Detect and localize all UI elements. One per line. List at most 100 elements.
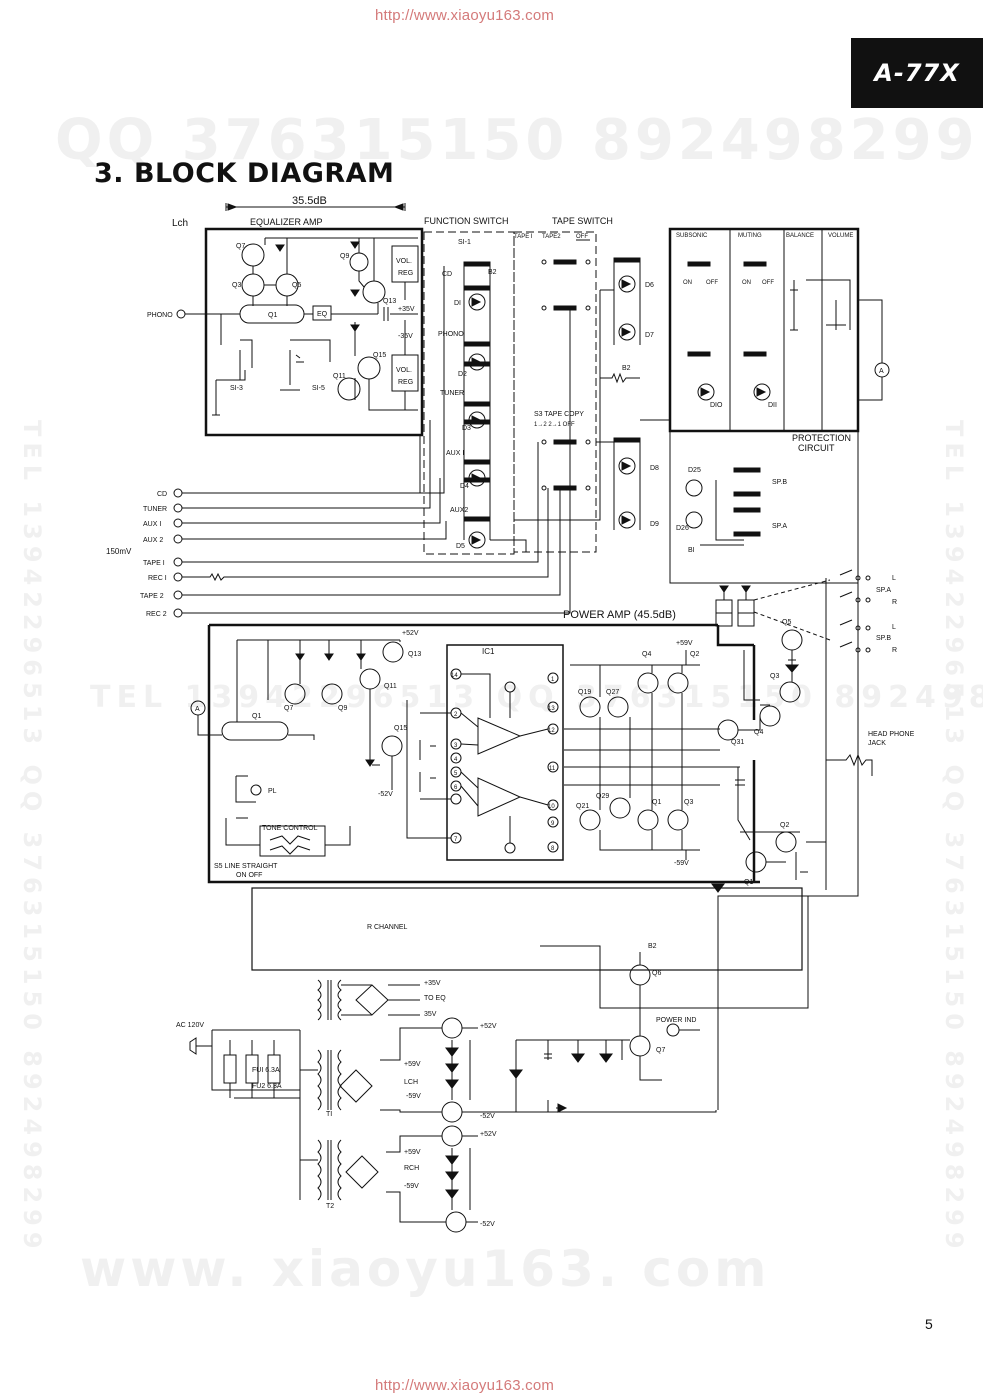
label-d1: DI [454,300,461,307]
fs-label-tuner: TUNER [440,390,464,397]
label-q21: Q21 [576,803,589,810]
tone-control-label: TONE CONTROL [262,825,318,832]
label-minus59-lch: -59V [406,1093,421,1100]
transistor-q11 [337,377,361,401]
label-plus52-power: +52V [402,630,419,637]
label-d4: D4 [460,483,469,490]
watermark-tel-right: TEL 13942296513 QQ 376315150 892498299 [940,420,968,1255]
protection-circuit-section: PROTECTION CIRCUIT D25 D26 BI SP.B SP.A … [669,430,897,736]
label-b2-supply: B2 [648,943,657,950]
phono-jack [176,309,186,319]
transformer-aux [317,979,342,1021]
subsonic-label: SUBSONIC [676,233,708,239]
muting-off: OFF [762,280,774,286]
transistor-q13 [362,280,386,304]
label-q5: Q5 [292,282,301,289]
label-q1-pre: Q1 [268,312,277,319]
label-minus52-power: -52V [378,791,393,798]
prot-spb-label: SP.B [772,479,787,486]
label-minus59-rch: -59V [404,1183,419,1190]
label-q15: Q15 [373,352,386,359]
tape-switch-contacts [541,259,591,491]
power-amp-label: POWER AMP (45.5dB) [563,609,676,621]
label-q1-prot: Q1 [744,879,753,886]
tape-copy-label: S3 TAPE COPY [534,411,584,418]
bridge-aux [355,984,389,1016]
input-tape1-label: TAPE I [143,560,165,567]
tape2-label: TAPE2 [542,234,561,240]
muting-on: ON [742,280,751,286]
label-s1-3: SI-3 [230,385,243,392]
label-minus52-rch: -52V [480,1221,495,1228]
label-d26: D26 [676,525,689,532]
label-plus59-lch: +59V [404,1061,421,1068]
transistor-q9 [349,252,369,272]
svg-text:6: 6 [454,785,458,791]
label-plus35-pre: +35V [398,306,415,313]
label-rch-supply: RCH [404,1165,419,1172]
svg-text:13: 13 [548,706,555,712]
label-q11: Q11 [333,373,346,380]
opamp-upper [477,717,522,755]
label-q9: Q9 [340,253,349,260]
transistor-q15-power [381,735,403,757]
opamp-lower [477,777,522,817]
bridge-t1 [339,1069,373,1103]
label-q13: Q13 [383,298,396,305]
input-aux2-label: AUX 2 [143,537,163,544]
label-d8: D8 [650,465,659,472]
svg-text:CIRCUIT: CIRCUIT [798,443,835,453]
label-plus59-power: +59V [676,640,693,647]
label-d6: D6 [645,282,654,289]
label-s1-5: SI-5 [312,385,325,392]
fs-label-aux2: AUX2 [450,507,468,514]
svg-text:2: 2 [454,712,458,718]
label-q11-power: Q11 [384,683,397,690]
power-amp-section: POWER AMP (45.5dB) A Q1 Q7 Q9 Q11 Q13 Q1… [190,609,770,884]
prot-spa-label: SP.A [772,523,787,530]
input-aux1-label: AUX I [143,521,161,528]
label-b1: BI [688,547,695,554]
watermark-website: www. xiaoyu163. com [80,1240,771,1298]
model-tab: A-77X [851,38,983,108]
label-s1-1: SI-1 [458,239,471,246]
label-d9: D9 [650,521,659,528]
svg-text:3: 3 [454,743,458,749]
svg-text:REG: REG [398,379,413,386]
label-q5-prot: Q5 [782,619,791,626]
connector-a-upper-label: A [879,368,884,375]
label-minus35-pre: -35V [398,333,413,340]
fs-label-cd: CD [442,271,452,278]
headphone-jack: HEAD PHONE JACK [825,660,915,890]
label-plus52-lch: +52V [480,1023,497,1030]
label-d7: D7 [645,332,654,339]
spb-l: L [892,624,896,631]
label-lch-supply: LCH [404,1079,418,1086]
svg-text:4: 4 [454,757,458,763]
ac-input-label: AC 120V [176,1022,204,1029]
phono-input-label: PHONO [147,312,173,319]
input-cd-label: CD [157,491,167,498]
label-d25: D25 [688,467,701,474]
svg-text:JACK: JACK [868,740,886,747]
transistor-q4-prot [759,705,781,727]
s5-options: ON OFF [236,872,262,879]
muting-label: MUTING [738,233,762,239]
spb-r: R [892,647,897,654]
rch-reg-upper [441,1125,463,1147]
input-tuner-label: TUNER [143,506,167,513]
label-q7-power: Q7 [284,705,293,712]
label-q4-prot: Q4 [754,729,763,736]
balance-label: BALANCE [786,233,814,239]
tone-control-block [259,825,326,857]
ic1-label: IC1 [482,647,495,656]
equalizer-amp-label: EQUALIZER AMP [250,217,323,227]
label-d11: DII [768,402,777,409]
label-q13-power: Q13 [408,651,421,658]
input-rec2-label: REC 2 [146,611,167,618]
bridge-t2 [345,1155,379,1189]
lch-reg-upper [441,1017,463,1039]
subsonic-on: ON [683,280,692,286]
connector-a-lower-label: A [195,706,200,713]
